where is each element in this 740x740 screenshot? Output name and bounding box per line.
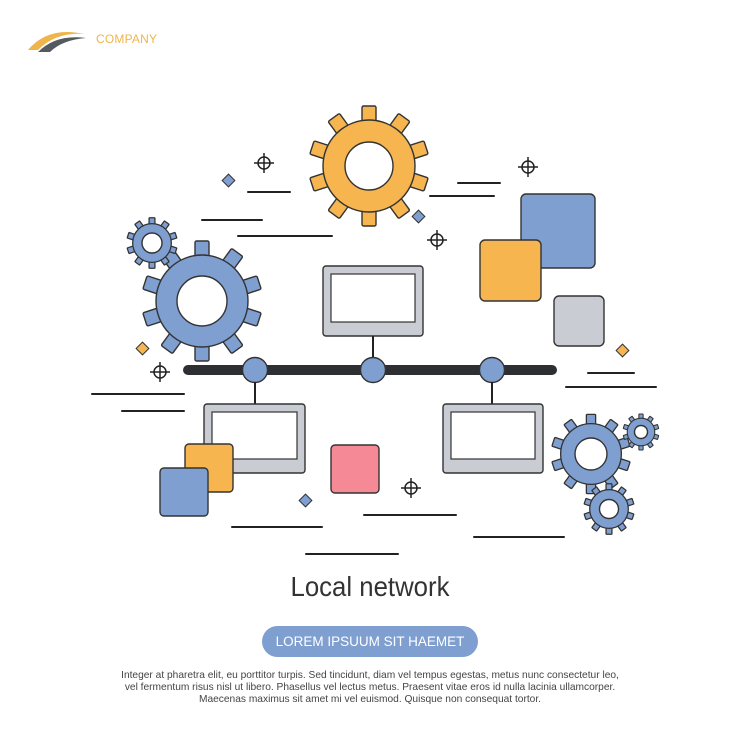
company-logo: COMPANY [26, 24, 157, 54]
description-text: Integer at pharetra elit, eu porttitor t… [90, 670, 650, 707]
gear-icon [127, 218, 177, 268]
window-square-gray [553, 295, 605, 347]
description-line: Integer at pharetra elit, eu porttitor t… [121, 670, 619, 681]
page-title: Local network [290, 571, 450, 602]
decorative-lines [91, 182, 657, 555]
diamond-icon [221, 173, 236, 188]
network-node [359, 356, 387, 384]
diamond-icon [298, 493, 313, 508]
description-line: Maecenas maximus sit amet mi vel euismod… [198, 694, 541, 706]
company-logo-icon [28, 32, 86, 52]
diamond-icon [411, 209, 426, 224]
monitor-icon [442, 382, 544, 474]
cta-button[interactable]: LOREM IPSUUM SIT HAEMET [262, 626, 478, 657]
network-node [241, 356, 269, 384]
monitor-icon [322, 265, 424, 360]
diamond-icon [615, 343, 630, 358]
crosshair-icon [427, 230, 447, 250]
gear-icon [310, 106, 428, 226]
diamond-icon [135, 341, 150, 356]
window-square-blue [159, 467, 209, 517]
company-name: COMPANY [96, 32, 158, 46]
crosshair-icon [150, 362, 170, 382]
network-node [478, 356, 506, 384]
gear-icon [623, 414, 659, 450]
window-square-pink [330, 444, 380, 494]
gear-icon [584, 484, 634, 534]
window-square-orange [479, 239, 542, 302]
description-line: vel fermentum risus nisl ut libero. Phas… [124, 682, 616, 694]
crosshair-icon [518, 157, 538, 177]
crosshair-icon [401, 478, 421, 498]
gear-icon [552, 414, 630, 493]
gear-icon [143, 241, 261, 361]
crosshair-icon [254, 153, 274, 173]
